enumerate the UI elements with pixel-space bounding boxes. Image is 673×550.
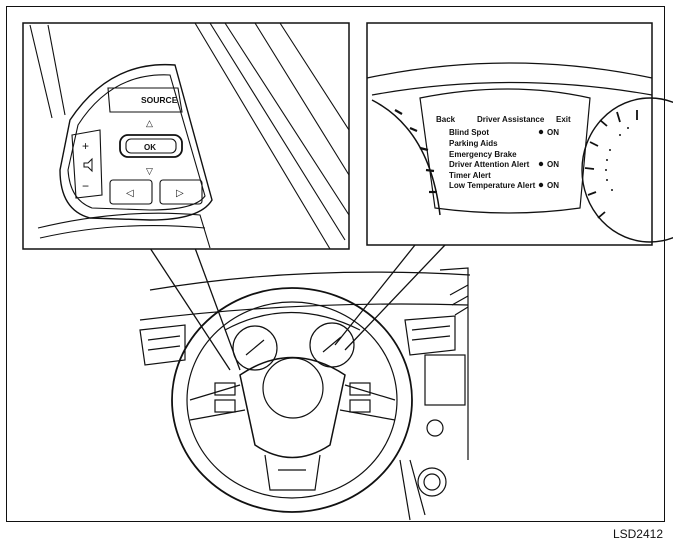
ok-label: OK [144,143,156,152]
menu-item-label: Driver Attention Alert [449,160,530,169]
exit-label: Exit [556,115,571,124]
menu-item-label: Parking Aids [449,139,498,148]
volume-plus-icon: + [82,139,89,153]
volume-minus-icon: − [82,179,89,193]
menu-item-label: Low Temperature Alert [449,181,536,190]
menu-item-label: Timer Alert [449,171,491,180]
display-callout: Back Driver Assistance Exit Blind Spot O… [366,22,673,246]
figure-frame [6,6,665,522]
up-arrow-icon: △ [146,118,153,128]
status-dot-icon [538,129,544,135]
menu-item-status: ON [547,128,559,137]
figure-code: LSD2412 [612,527,663,541]
down-arrow-icon: ▽ [146,166,153,176]
menu-list: Blind Spot ON Parking Aids Emergency Bra… [449,128,559,190]
car-interior [139,267,471,521]
source-label: SOURCE [141,95,178,105]
status-dot-icon [538,182,544,188]
back-label: Back [436,115,456,124]
switch-callout: SOURCE △ OK ▽ ◁ ▷ + − [22,22,350,250]
right-arrow-icon: ▷ [176,188,184,199]
callout-lines [149,244,446,371]
menu-item-label: Blind Spot [449,128,489,137]
left-arrow-icon: ◁ [126,188,134,199]
speaker-icon [83,157,93,173]
status-dot-icon [538,161,544,167]
menu-item-status: ON [547,160,559,169]
display-title: Driver Assistance [477,115,545,124]
menu-item-status: ON [547,181,559,190]
menu-item-label: Emergency Brake [449,150,517,159]
